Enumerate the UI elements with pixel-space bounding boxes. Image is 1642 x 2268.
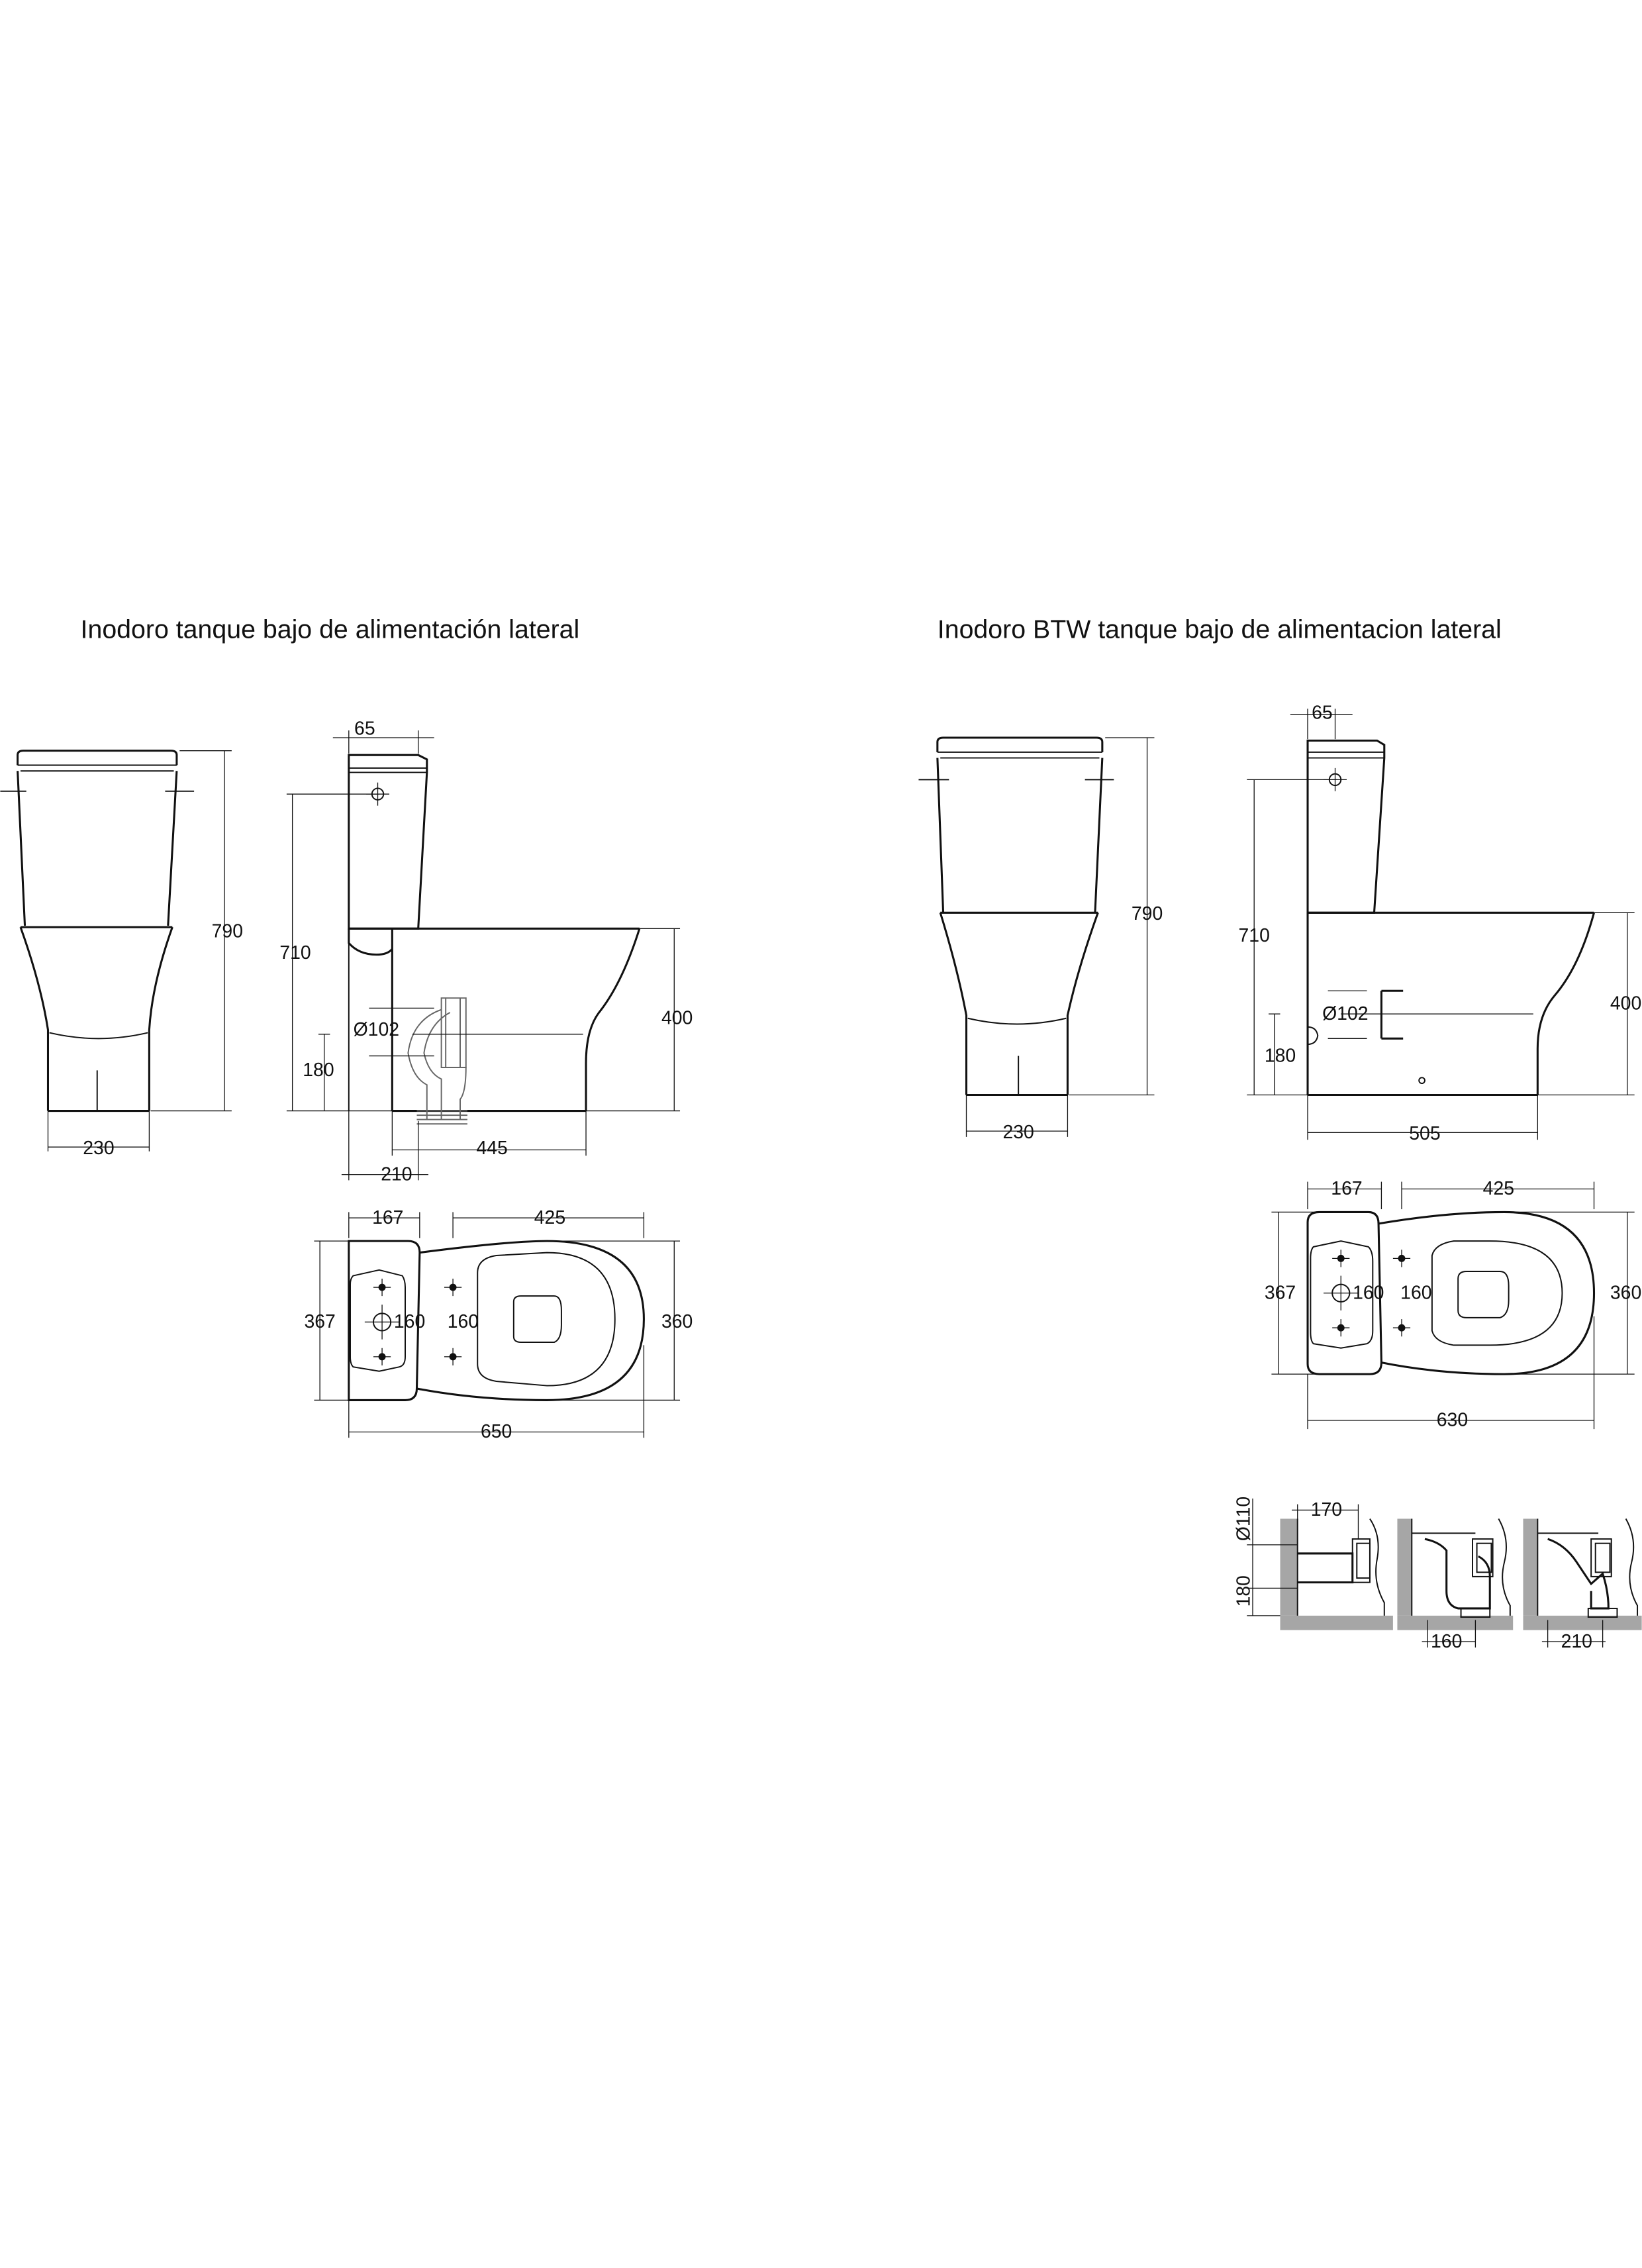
left-plan-bowl-label: 425 <box>534 1207 565 1228</box>
left-plan-bowl <box>416 1240 645 1401</box>
right-side-bowl <box>1306 912 1595 1095</box>
right-plan-fix-a-label: 160 <box>1353 1283 1384 1304</box>
install-option-floor-c: 210 <box>1523 1518 1642 1652</box>
right-front-tank-body <box>936 758 1104 913</box>
right-side-outlet-h-label: 180 <box>1265 1045 1296 1066</box>
left-side-dim-tank: 65 <box>332 718 434 754</box>
right-plan-total-label: 630 <box>1437 1410 1468 1431</box>
left-side-bowl <box>348 928 641 1111</box>
left-side-tank-label: 65 <box>354 718 375 740</box>
right-front-view <box>918 736 1114 1097</box>
left-plan-width-r-label: 360 <box>661 1311 693 1332</box>
right-plan-tank <box>1306 1210 1382 1375</box>
title-left: Inodoro tanque bajo de alimentación late… <box>81 615 580 644</box>
left-side-length-label: 445 <box>476 1138 507 1159</box>
left-plan-total-label: 650 <box>481 1421 512 1442</box>
right-side-dim-height: 710 <box>1239 779 1337 1096</box>
left-side-dim-length: 445 <box>391 1110 587 1159</box>
right-plan-width-r-label: 360 <box>1610 1283 1641 1304</box>
right-plan-fix-b-label: 160 <box>1400 1283 1431 1304</box>
left-side-bowl-h-label: 400 <box>661 1007 693 1028</box>
install-dia-label: Ø110 <box>1233 1497 1255 1541</box>
left-side-dim-bowl: 400 <box>586 928 693 1112</box>
install-b-label: 160 <box>1431 1631 1462 1652</box>
right-plan-width-l-label: 367 <box>1265 1283 1296 1304</box>
right-front-dim-base: 230 <box>965 1095 1069 1143</box>
left-plan-tank-label: 167 <box>372 1207 403 1228</box>
right-side-height-label: 710 <box>1239 925 1270 946</box>
left-side-dim-height: 710 <box>279 793 393 1112</box>
right-plan-bowl-label: 425 <box>1483 1178 1514 1199</box>
left-plan-fix-b-label: 160 <box>448 1311 479 1332</box>
right-side-outlet-dia-label: Ø102 <box>1322 1003 1368 1024</box>
left-plan-width-l-label: 367 <box>304 1311 335 1332</box>
right-plan-dim-total: 630 <box>1307 1316 1595 1431</box>
install-option-wall: Ø110 180 170 <box>1233 1497 1393 1630</box>
right-side-dim-tank: 65 <box>1290 703 1353 740</box>
right-side-view <box>1306 739 1595 1097</box>
right-front-height-label: 790 <box>1132 903 1163 924</box>
right-side-bowl-h-label: 400 <box>1610 993 1641 1014</box>
right-side-dim-bowl: 400 <box>1537 912 1641 1096</box>
right-front-tank-lid <box>936 736 1104 752</box>
install-c-label: 210 <box>1561 1631 1592 1652</box>
right-front-dim-height: 790 <box>1069 737 1163 1096</box>
install-offset-label: 170 <box>1311 1499 1342 1520</box>
right-side-dim-outlet: Ø102 180 <box>1265 990 1533 1095</box>
left-side-tank <box>348 754 428 930</box>
left-side-trap <box>407 997 467 1125</box>
right-front-base-label: 230 <box>1002 1122 1034 1143</box>
install-option-floor-b: 160 <box>1397 1518 1514 1652</box>
left-side-outlet-dia-label: Ø102 <box>354 1019 399 1040</box>
right-plan-view <box>1306 1210 1596 1375</box>
left-side-back-label: 210 <box>381 1163 412 1185</box>
left-front-dim-base: 230 <box>47 1110 150 1159</box>
left-plan-view <box>348 1240 645 1401</box>
right-side-length-label: 505 <box>1409 1123 1440 1144</box>
left-plan-dim-total: 650 <box>348 1345 645 1442</box>
left-front-height-label: 790 <box>212 920 243 942</box>
right-plan-dim-width: 367 360 160 160 <box>1265 1211 1641 1375</box>
right-plan-dim-top: 167 425 <box>1307 1178 1595 1210</box>
left-side-dim-back: 210 <box>341 1110 428 1185</box>
left-side-height-label: 710 <box>279 942 311 963</box>
right-side-tank-label: 65 <box>1312 703 1333 724</box>
left-side-outlet-h-label: 180 <box>303 1060 334 1081</box>
install-height-label: 180 <box>1233 1575 1255 1606</box>
left-plan-fix-a-label: 160 <box>394 1311 425 1332</box>
left-front-bowl <box>19 926 173 1111</box>
title-right: Inodoro BTW tanque bajo de alimentacion … <box>938 615 1502 644</box>
left-front-view <box>0 750 195 1112</box>
left-plan-dim-width: 367 360 160 160 <box>304 1240 693 1401</box>
right-side-tank <box>1306 739 1386 914</box>
left-front-tank-lid <box>17 750 178 765</box>
left-side-view <box>348 754 641 1125</box>
left-front-tank-body <box>17 771 178 926</box>
left-front-dim-height: 790 <box>150 750 243 1112</box>
left-side-dim-outlet: Ø102 180 <box>303 1007 583 1111</box>
left-front-base-label: 230 <box>83 1138 114 1159</box>
right-plan-bowl <box>1378 1210 1596 1375</box>
right-front-bowl <box>939 912 1099 1095</box>
right-plan-tank-label: 167 <box>1331 1178 1362 1199</box>
left-plan-dim-top: 167 425 <box>348 1207 645 1238</box>
right-side-dim-length: 505 <box>1307 1095 1538 1144</box>
